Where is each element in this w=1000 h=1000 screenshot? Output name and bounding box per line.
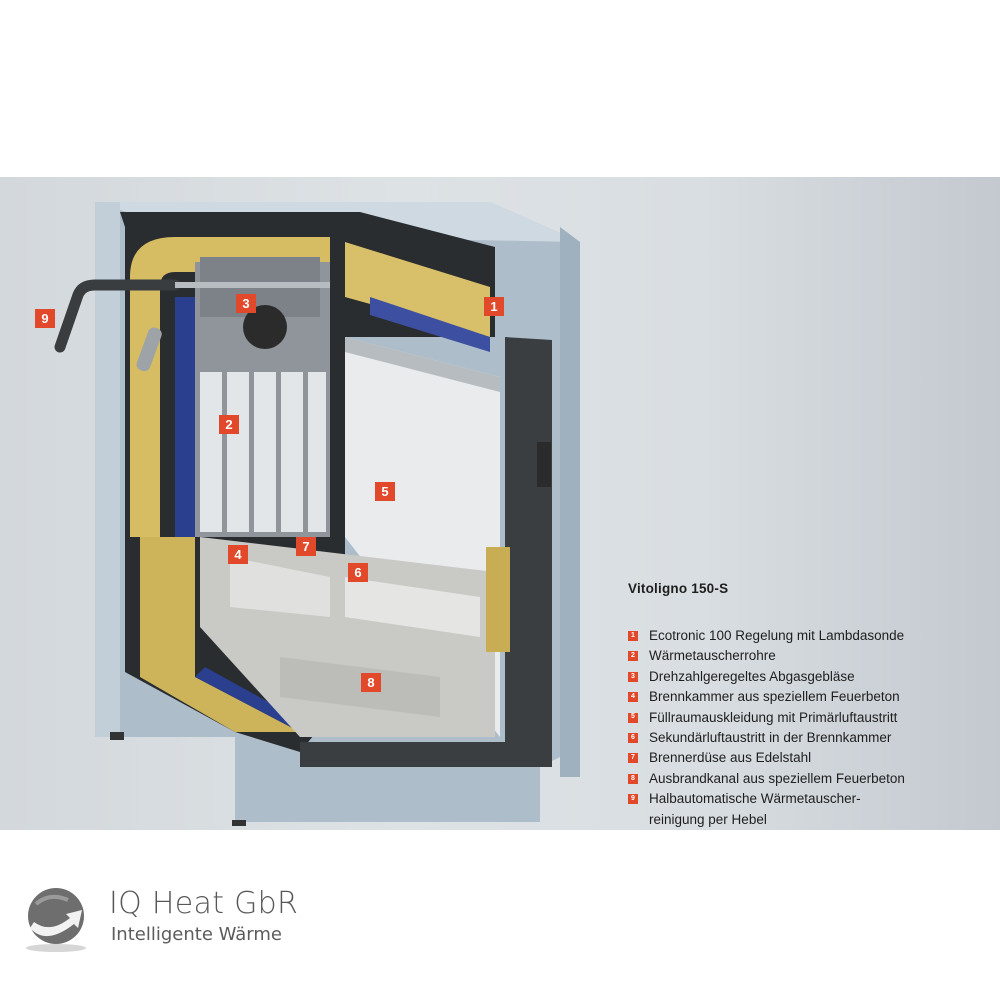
legend-number-badge: 3 bbox=[628, 671, 638, 682]
legend-item: 7 Brennerdüse aus Edelstahl bbox=[628, 748, 988, 768]
marker-3: 3 bbox=[236, 294, 256, 313]
boiler-cutaway-illustration bbox=[54, 202, 580, 826]
legend-number-badge: 2 bbox=[628, 651, 638, 662]
marker-1: 1 bbox=[484, 297, 504, 316]
marker-5: 5 bbox=[375, 482, 395, 501]
legend-number-badge: 6 bbox=[628, 733, 638, 744]
legend-item: 9 Halbautomatische Wärmetauscher- reinigu… bbox=[628, 789, 988, 830]
legend-label: Halbautomatische Wärmetauscher- reinigun… bbox=[649, 791, 861, 827]
marker-2: 2 bbox=[219, 415, 239, 434]
legend-item: 5 Füllraumauskleidung mit Primärluftaustr… bbox=[628, 708, 988, 728]
legend-item: 3 Drehzahlgeregeltes Abgasgebläse bbox=[628, 667, 988, 687]
legend-number-badge: 1 bbox=[628, 631, 638, 641]
legend-label: Ausbrandkanal aus speziellem Feuerbeton bbox=[649, 770, 905, 786]
legend-label: Brennerdüse aus Edelstahl bbox=[649, 750, 812, 766]
product-title: Vitoligno 150-S bbox=[628, 581, 729, 596]
brand-logo: IQ Heat GbR Intelligente Wärme bbox=[16, 884, 316, 964]
legend-number-badge: 7 bbox=[628, 753, 638, 764]
legend-label: Brennkammer aus speziellem Feuerbeton bbox=[649, 689, 900, 705]
brand-name: IQ Heat GbR bbox=[109, 886, 299, 921]
swirl-logo-icon bbox=[26, 888, 86, 952]
marker-9: 9 bbox=[35, 309, 55, 328]
legend-number-badge: 5 bbox=[628, 712, 638, 723]
legend-number-badge: 4 bbox=[628, 692, 638, 703]
legend-item: 4 Brennkammer aus speziellem Feuerbeton bbox=[628, 687, 988, 707]
marker-7: 7 bbox=[296, 537, 316, 556]
legend-item: 6 Sekundärluftaustritt in der Brennkammer bbox=[628, 728, 988, 748]
legend-label: Wärmetauscherrohre bbox=[649, 648, 776, 664]
legend-label: Ecotronic 100 Regelung mit Lambdasonde bbox=[649, 628, 905, 643]
marker-8: 8 bbox=[361, 673, 381, 692]
legend-number-badge: 9 bbox=[628, 794, 638, 805]
marker-6: 6 bbox=[348, 563, 368, 582]
legend-label: Füllraumauskleidung mit Primärluftaustri… bbox=[649, 709, 898, 725]
legend-label: Sekundärluftaustritt in der Brennkammer bbox=[649, 730, 892, 746]
brand-tagline: Intelligente Wärme bbox=[111, 924, 282, 945]
legend-label: Drehzahlgeregeltes Abgasgebläse bbox=[649, 668, 855, 684]
legend: Vitoligno 150-S 1 Ecotronic 100 Regelung … bbox=[628, 581, 988, 830]
legend-item: 1 Ecotronic 100 Regelung mit Lambdasonde bbox=[628, 626, 988, 646]
marker-4: 4 bbox=[228, 545, 248, 564]
legend-item: 2 Wärmetauscherrohre bbox=[628, 646, 988, 666]
legend-item: 8 Ausbrandkanal aus speziellem Feuerbeton bbox=[628, 769, 988, 789]
legend-number-badge: 8 bbox=[628, 773, 638, 784]
